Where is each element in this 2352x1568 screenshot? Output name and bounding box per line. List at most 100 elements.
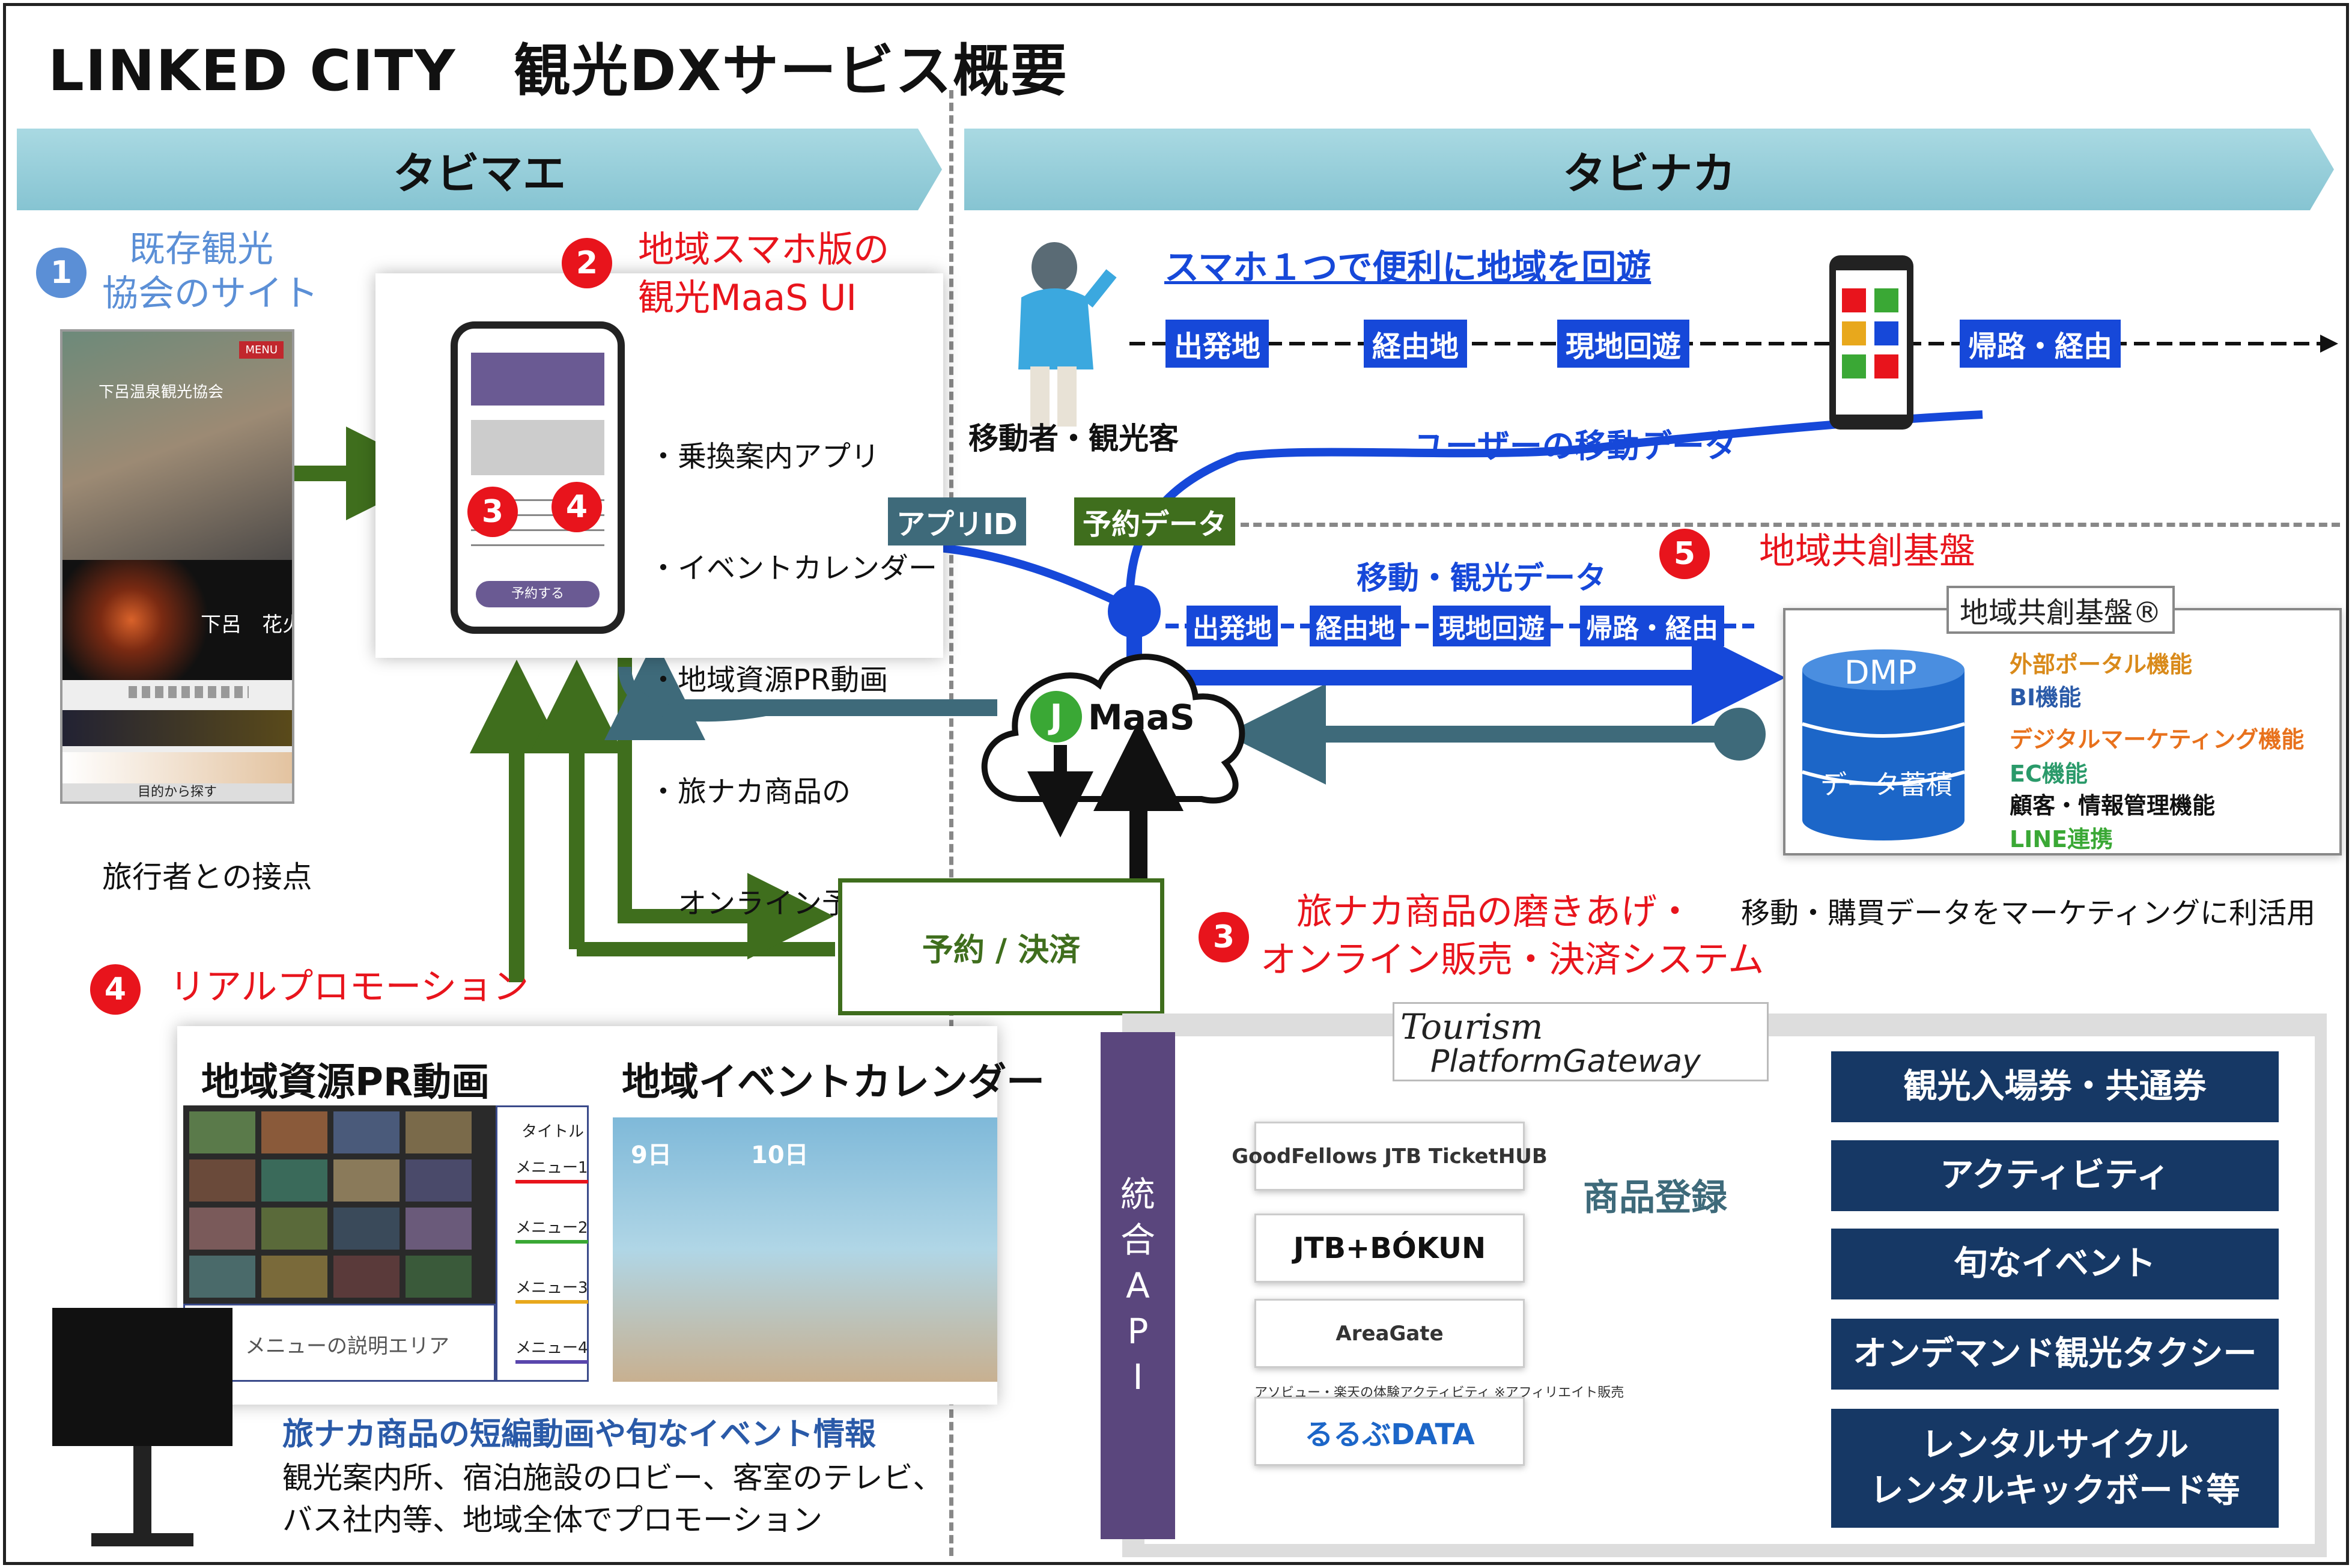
feature-item: ・イベントカレンダー (649, 552, 938, 585)
traveler-icon (1018, 242, 1117, 427)
existing-site-mock: 下呂温泉観光協会 MENU 下呂 花火 目的から探す (60, 329, 294, 804)
tag-reservation-data: 予約データ (1074, 497, 1236, 545)
gateway-logo: Tourism PlatformGateway (1393, 1002, 1769, 1081)
api-char: I (1132, 1357, 1143, 1397)
site-banner-2[interactable] (62, 752, 292, 788)
pr-menu-item-2[interactable]: メニュー2 (515, 1215, 588, 1244)
badge-4: 4 (90, 964, 141, 1015)
product-ondemand-taxi: オンデマンド観光タクシー (1831, 1319, 2279, 1390)
gateway-logo-line1: Tourism (1400, 1006, 1543, 1047)
maas-logo-text: MaaS (1088, 697, 1195, 738)
real-promotion-label: リアルプロモーション (169, 966, 529, 1008)
product-admission-ticket: 観光入場券・共通券 (1831, 1051, 2279, 1122)
band-tabinaka: タビナカ (964, 129, 2334, 210)
api-char: P (1127, 1311, 1149, 1352)
platform-feature-line: LINE連携 (2010, 826, 2113, 852)
phone-header-block (471, 353, 604, 406)
dmp-label: DMP (1844, 654, 1917, 691)
event-calendar-screen: 9日 10日 (613, 1117, 997, 1382)
site-fireworks-image: 下呂 花火 (62, 560, 292, 680)
badge-5: 5 (1659, 529, 1710, 579)
event-calendar-title: 地域イベントカレンダー (622, 1060, 1045, 1105)
pr-menu-item-3[interactable]: メニュー3 (515, 1275, 588, 1304)
existing-site-label-2: 協会のサイト (102, 273, 318, 315)
platform-feature-ec: EC機能 (2010, 761, 2088, 787)
badge-3-phone: 3 (467, 487, 518, 537)
phone-reserve-button[interactable]: 予約する (476, 581, 600, 607)
route-return: 帰路・経由 (1960, 320, 2121, 368)
band-tabimae: タビマエ (17, 129, 942, 210)
pr-video-thumbnails (183, 1105, 496, 1340)
promotion-caption-2: バス社内等、地域全体でプロモーション (282, 1503, 822, 1537)
site-footer[interactable]: 目的から探す (62, 783, 292, 801)
gateway-logo-line2: PlatformGateway (1430, 1044, 1701, 1080)
api-char: 統 (1120, 1174, 1155, 1215)
site-menu-button[interactable]: MENU (239, 341, 284, 359)
platform-caption: 移動・購買データをマーケティングに利活用 (1741, 896, 2316, 930)
site-hero-image (62, 332, 292, 560)
partner-areagate: AreaGate (1254, 1299, 1525, 1368)
route2-via: 経由地 (1310, 606, 1401, 646)
tabinaka-headline: スマホ１つで便利に地域を回遊 (1164, 247, 1652, 288)
promotion-caption-bold: 旅ナカ商品の短編動画や旬なイベント情報 (282, 1417, 877, 1453)
pr-menu-item-4[interactable]: メニュー4 (515, 1336, 588, 1364)
pr-menu-title: タイトル (521, 1123, 585, 1141)
curve-phone-maas (618, 666, 777, 722)
pr-menu-panel: タイトル メニュー1 メニュー2 メニュー3 メニュー4 (496, 1105, 589, 1382)
route2-local: 現地回遊 (1433, 606, 1551, 646)
product-system-label-2: オンライン販売・決済システム (1260, 939, 1764, 981)
route-via: 経由地 (1364, 320, 1468, 368)
route-local: 現地回遊 (1557, 320, 1690, 368)
partner-jtb-bokun: JTB+BÓKUN (1254, 1214, 1525, 1283)
platform-feature-bi: BI機能 (2010, 684, 2082, 711)
badge-3: 3 (1199, 912, 1249, 962)
dmp-connector-dot (1713, 708, 1766, 761)
badge-1: 1 (36, 248, 87, 298)
product-seasonal-event: 旬なイベント (1831, 1229, 2279, 1299)
route2-departure: 出発地 (1187, 606, 1278, 646)
page-title: LINKED CITY 観光DXサービス概要 (48, 38, 1068, 104)
api-char: 合 (1120, 1220, 1155, 1260)
tv-display-icon (52, 1308, 232, 1546)
site-banner-1[interactable] (62, 710, 292, 746)
curve-user-move-data (925, 542, 1131, 611)
dmp-storage-label: データ蓄積 (1820, 770, 1952, 800)
dmp-database-icon (1802, 649, 1965, 840)
platform-box-title: 地域共創基盤® (1946, 586, 2175, 634)
partner-tickethub: GoodFellows JTB TicketHUB (1232, 1122, 1548, 1191)
pr-menu-description: メニューの説明エリア (183, 1304, 496, 1382)
promotion-caption-1: 観光案内所、宿泊施設のロビー、客室のテレビ、 (282, 1460, 943, 1495)
divider-vertical (949, 90, 953, 1556)
reservation-payment-box: 予約 / 決済 (838, 878, 1164, 1015)
route2-return: 帰路・経由 (1580, 606, 1724, 646)
route-departure: 出発地 (1165, 320, 1269, 368)
badge-4-phone: 4 (552, 482, 602, 532)
maas-ui-label-1: 地域スマホ版の (638, 229, 890, 271)
platform-feature-portal: 外部ポータル機能 (2010, 651, 2193, 678)
traveler-label: 移動者・観光客 (968, 421, 1179, 456)
site-hero-text: 下呂 花火 (201, 613, 294, 637)
diagram-frame (3, 3, 2349, 1565)
tag-app-id: アプリID (888, 497, 1026, 545)
feature-item: ・旅ナカ商品の (649, 775, 851, 809)
platform-feature-digital-marketing: デジタルマーケティング機能 (2010, 726, 2305, 753)
api-char: A (1126, 1265, 1150, 1306)
integrated-api-bar: 統 合 A P I (1101, 1032, 1175, 1539)
phone-image-block (471, 420, 604, 475)
maas-logo-letter: J (1030, 691, 1082, 743)
platform-feature-crm: 顧客・情報管理機能 (2010, 792, 2216, 819)
arrow-phone-to-reservation (618, 655, 834, 959)
partner-rurubu-data: るるぶDATA (1254, 1397, 1525, 1466)
thumbnail-grid (189, 1111, 472, 1298)
user-move-data-label: ユーザーの移動データ (1413, 427, 1737, 465)
product-activity: アクティビティ (1831, 1140, 2279, 1211)
maas-logo: J MaaS (1030, 691, 1211, 745)
feature-item: ・乗換案内アプリ (649, 440, 880, 473)
move-tourism-data-label: 移動・観光データ (1357, 561, 1607, 597)
pr-menu-item-1[interactable]: メニュー1 (515, 1155, 588, 1184)
cal-day-2: 10日 (751, 1141, 809, 1169)
site-carousel-dots (129, 686, 249, 698)
divider-horizontal (1241, 523, 2340, 527)
platform-label: 地域共創基盤 (1759, 530, 1975, 573)
site-name: 下呂温泉観光協会 (99, 383, 224, 401)
